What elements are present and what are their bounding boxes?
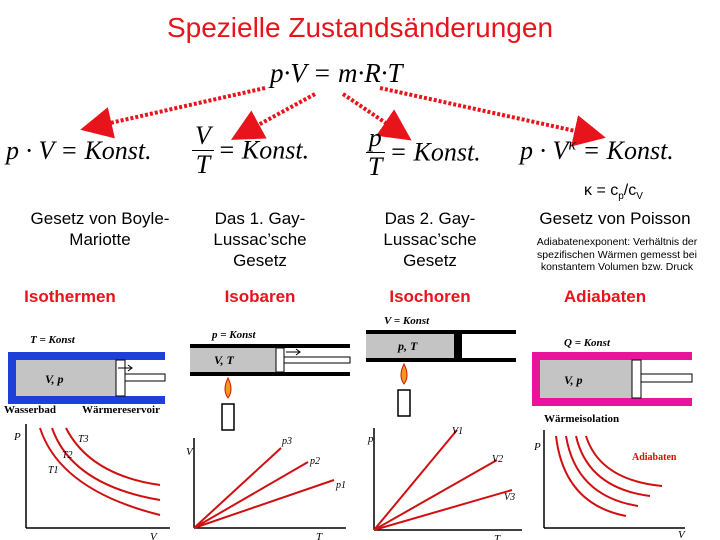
adiabat-1	[555, 435, 627, 517]
svg-text:T1: T1	[48, 465, 59, 476]
arrow-isochoric	[341, 92, 412, 141]
svg-text:p: p	[367, 433, 374, 445]
piston-arrow	[118, 364, 133, 372]
reservoir-label: Wärmereservoir	[82, 404, 160, 416]
t-konst-label: T = Konst	[30, 334, 76, 346]
formula-arrows	[80, 86, 606, 147]
svg-text:T: T	[494, 533, 501, 540]
isochore-v3	[373, 489, 513, 531]
isobar-p3	[193, 447, 282, 529]
isothermal-apparatus: T = Konst V, p Wasserbad Wärmereservoir …	[4, 334, 170, 540]
svg-text:P: P	[13, 431, 21, 443]
cylinder-wall	[8, 352, 165, 404]
svg-text:P: P	[533, 441, 541, 453]
svg-text:V3: V3	[504, 492, 515, 503]
piston	[631, 359, 642, 399]
pt-label: p, T	[397, 339, 418, 353]
gas-chamber	[540, 360, 632, 398]
gas-chamber	[190, 348, 276, 372]
process-isochoren: Isochoren	[389, 287, 471, 306]
v-konst-label: V = Konst	[384, 315, 430, 327]
process-adiabaten: Adiabaten	[563, 287, 647, 306]
svg-text:V: V	[678, 529, 686, 540]
page-title: Spezielle Zustandsänderungen	[166, 12, 554, 43]
gas-chamber	[16, 360, 116, 396]
q-konst-label: Q = Konst	[564, 337, 611, 349]
isobar-p2	[193, 461, 309, 529]
law-gay-lussac-1: Das 1. Gay-Lussac’sche Gesetz	[213, 209, 307, 270]
arrow-isothermal	[80, 86, 266, 139]
main-formula: p·V = m·R·T	[270, 58, 403, 88]
law-boyle-mariotte: Gesetz von Boyle-Mariotte	[30, 209, 170, 249]
law-poisson: Gesetz von Poisson	[539, 209, 691, 228]
process-isothermen: Isothermen	[24, 287, 116, 306]
wasserbad-label: Wasserbad	[4, 404, 56, 416]
svg-text:T2: T2	[62, 450, 73, 461]
isothermal-plot: P V T3 T2 T1	[13, 424, 170, 540]
burner-icon	[397, 389, 411, 417]
piston-rod	[283, 356, 351, 364]
svg-text:p1: p1	[335, 480, 346, 491]
formula-adiabatic: p · Vκ = Konst.	[520, 136, 674, 165]
isobar-p1	[193, 479, 335, 529]
svg-text:T: T	[316, 531, 323, 540]
gas-chamber	[366, 334, 454, 358]
piston-rod	[124, 373, 166, 382]
isochore-v1	[373, 429, 458, 531]
adiabat-4	[585, 435, 663, 487]
piston-rod	[640, 373, 693, 383]
isochoric-apparatus: V = Konst p, T p T V1 V2 V3	[366, 315, 522, 540]
insulation-wall	[532, 352, 692, 406]
adiabatic-plot: P V Adiabaten	[533, 430, 686, 540]
process-isobaren: Isobaren	[224, 287, 296, 306]
vp-label: V, p	[564, 373, 582, 387]
poisson-note: Adiabatenexponent: Verhältnis der spezif…	[536, 236, 698, 273]
isobaric-apparatus: p = Konst V, T V T p3 p2 p1	[186, 329, 351, 540]
isochoric-plot: p T V1 V2 V3	[367, 426, 522, 540]
flame-icon	[400, 362, 408, 385]
arrow-adiabatic	[379, 86, 606, 147]
svg-text:V: V	[186, 446, 194, 458]
isotherm-t1	[39, 427, 161, 516]
isotherm-t2	[51, 427, 161, 501]
kappa-definition: κ = cp/cV	[584, 182, 643, 203]
isotherm-t3	[65, 427, 161, 486]
p-konst-label: p = Konst	[211, 329, 257, 341]
svg-text:V: V	[150, 531, 158, 540]
adiabat-2	[565, 435, 639, 507]
isochore-v2	[373, 459, 498, 531]
adiabatic-apparatus: Q = Konst V, p Wärmeisolation P V Adiaba…	[532, 337, 693, 540]
flame-icon	[224, 376, 232, 399]
svg-text:V2: V2	[492, 454, 503, 465]
law-gay-lussac-2: Das 2. Gay-Lussac’sche Gesetz	[383, 209, 477, 270]
svg-text:T3: T3	[78, 434, 89, 445]
adiabat-3	[575, 435, 651, 497]
piston	[275, 347, 285, 373]
piston	[115, 359, 126, 397]
isobaric-plot: V T p3 p2 p1	[186, 436, 346, 540]
burner-icon	[221, 403, 235, 431]
formula-isothermal: p · V = Konst.	[6, 136, 152, 165]
adiabaten-plot-label: Adiabaten	[632, 452, 677, 463]
svg-text:V1: V1	[452, 426, 463, 437]
vp-label: V, p	[45, 372, 63, 386]
svg-text:p3: p3	[281, 436, 292, 447]
vt-label: V, T	[214, 353, 234, 367]
svg-text:p2: p2	[309, 456, 320, 467]
fixed-piston	[454, 334, 462, 358]
insulation-label: Wärmeisolation	[544, 413, 619, 425]
